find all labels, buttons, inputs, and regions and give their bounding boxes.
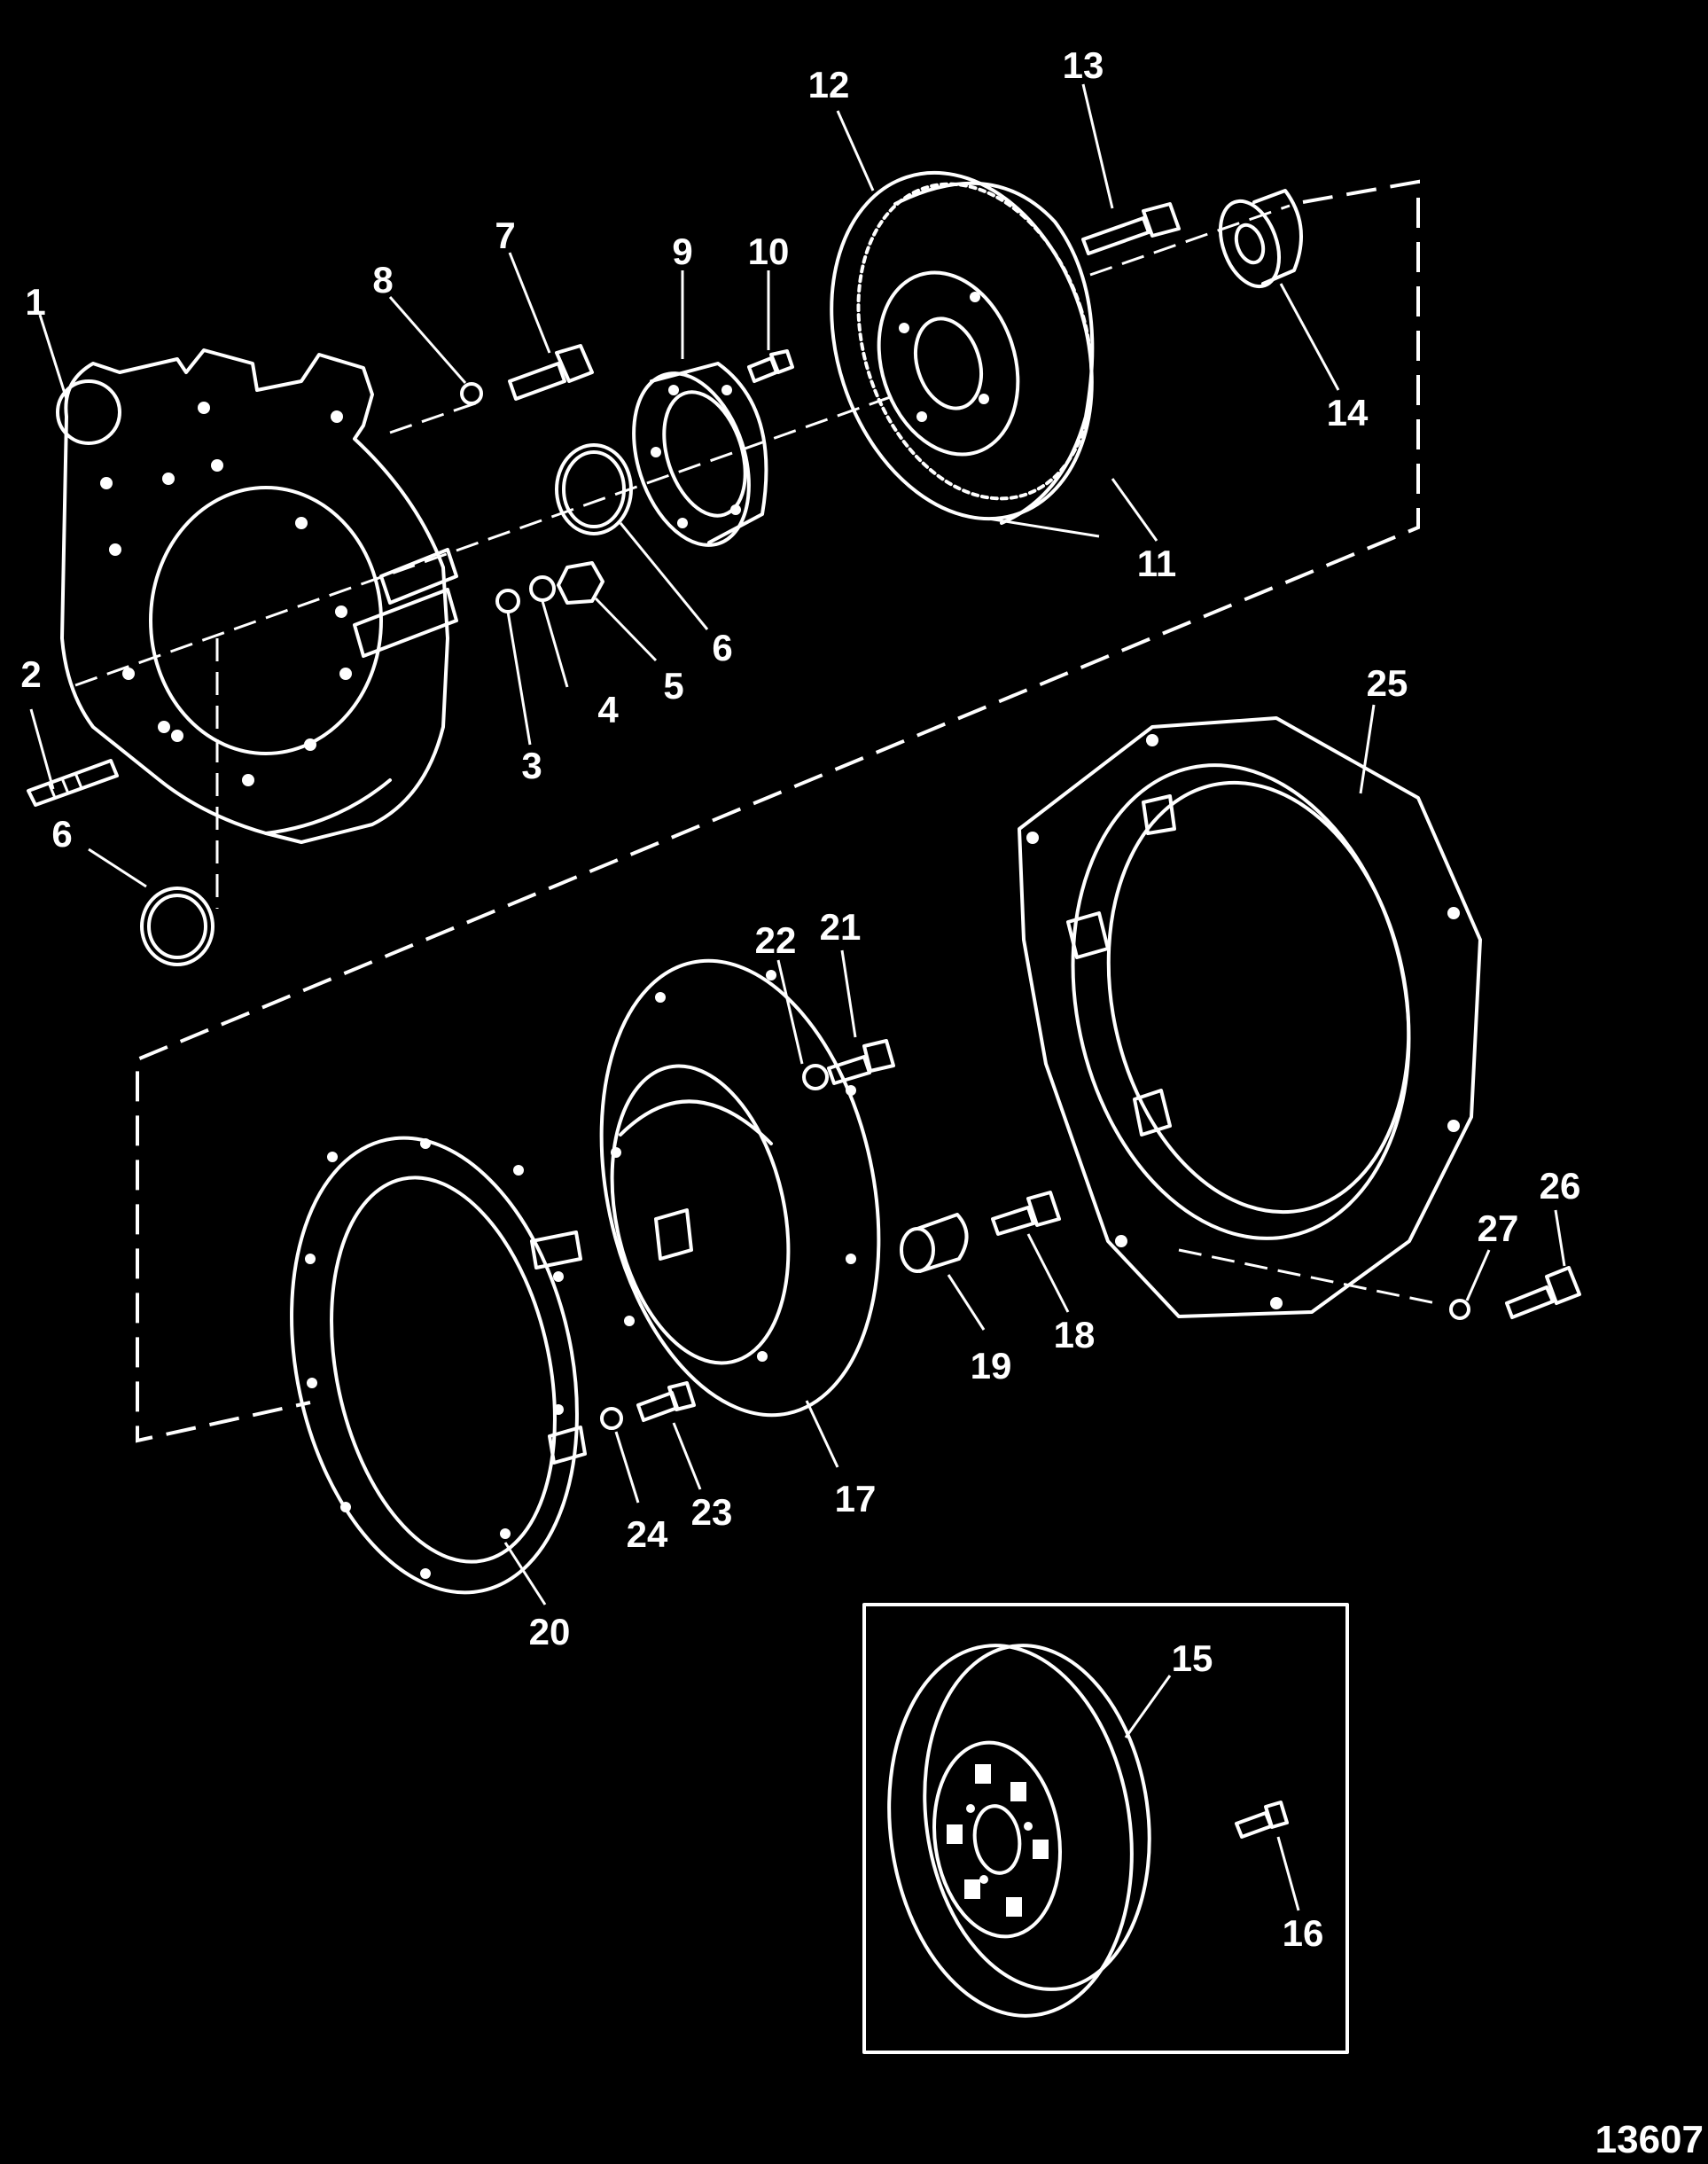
housing-boss-upper	[379, 548, 458, 605]
housing-bore	[56, 379, 121, 445]
bolt-26-axis-line	[1178, 1248, 1437, 1305]
flywheel	[830, 170, 1095, 525]
leader-lines	[29, 83, 1566, 1911]
bell-housing-flange	[1018, 716, 1482, 1318]
callout-6-upper: 6	[712, 627, 732, 668]
callout-14: 14	[1327, 392, 1369, 434]
dashed-explosion-line-main	[136, 179, 1420, 1443]
callout-27: 27	[1478, 1207, 1519, 1249]
o-ring-upper-inner	[562, 450, 626, 528]
callout-3: 3	[521, 745, 542, 786]
pilot-bearing	[1219, 189, 1303, 289]
bolt-16	[1235, 1801, 1289, 1839]
callout-8: 8	[372, 259, 393, 301]
washer-22	[802, 1064, 829, 1090]
callout-17: 17	[835, 1478, 877, 1519]
callout-24: 24	[627, 1513, 668, 1555]
callout-5: 5	[663, 665, 683, 707]
callout-20: 20	[529, 1611, 571, 1652]
adapter-plate	[632, 362, 768, 547]
callout-1: 1	[25, 281, 45, 323]
washer-27	[1449, 1299, 1470, 1320]
bolt-7-axis-line	[389, 399, 484, 434]
flywheel-housing	[56, 348, 458, 844]
callout-2: 2	[20, 653, 41, 695]
callout-10: 10	[748, 230, 790, 272]
bolt-18	[991, 1191, 1061, 1236]
callout-25: 25	[1367, 662, 1408, 704]
housing-rim	[264, 778, 392, 835]
flywheel-rim-depth	[893, 181, 1095, 525]
callout-15: 15	[1172, 1637, 1213, 1679]
callout-19: 19	[971, 1345, 1012, 1387]
figure-number: 13607	[1595, 2118, 1704, 2161]
stud	[27, 759, 119, 807]
callout-7: 7	[495, 215, 515, 256]
callout-4: 4	[597, 689, 619, 730]
housing-bolt-holes	[100, 402, 352, 786]
lock-washer-4	[529, 575, 556, 602]
shaft-axis-line	[74, 394, 896, 687]
bolt-21	[827, 1039, 895, 1085]
flywheel-axis-line	[1089, 204, 1291, 277]
callouts: 1 2 3 4 5 6 7 8 9 10 11 12 13 14 15 16 1…	[20, 44, 1580, 1954]
callout-22: 22	[755, 919, 797, 961]
callout-16: 16	[1283, 1912, 1324, 1954]
nut-5	[557, 561, 604, 605]
adapter-ring	[290, 1136, 587, 1595]
o-ring-lower-inner	[147, 894, 207, 959]
inset-box	[862, 1603, 1349, 2054]
damper-plate	[887, 1644, 1151, 2018]
housing-opening	[149, 486, 383, 755]
bolt-13	[1081, 202, 1181, 255]
callout-6-lower: 6	[51, 813, 72, 855]
housing-boss-lower	[353, 588, 458, 658]
callout-9: 9	[672, 230, 692, 272]
washer-24	[600, 1407, 623, 1430]
callout-12: 12	[808, 64, 850, 105]
callout-21: 21	[820, 906, 862, 948]
callout-18: 18	[1054, 1314, 1096, 1355]
o-ring-lower	[140, 887, 214, 966]
housing-outline	[60, 348, 449, 844]
bolt-7	[508, 344, 594, 401]
callout-11: 11	[1137, 543, 1176, 584]
bolt-23	[636, 1381, 696, 1422]
damper-cover	[599, 958, 881, 1418]
bell-housing	[1018, 716, 1482, 1318]
bushing-19	[900, 1213, 969, 1273]
washer-3	[495, 589, 520, 613]
callout-13: 13	[1063, 44, 1104, 86]
washer-8	[460, 382, 483, 405]
o-ring-upper	[555, 443, 633, 535]
explosion-lines	[74, 179, 1437, 1443]
bolt-10	[747, 349, 794, 383]
callout-23: 23	[691, 1491, 733, 1533]
stud-body	[27, 759, 119, 807]
callout-26: 26	[1540, 1165, 1581, 1207]
bolt-26	[1505, 1266, 1581, 1319]
